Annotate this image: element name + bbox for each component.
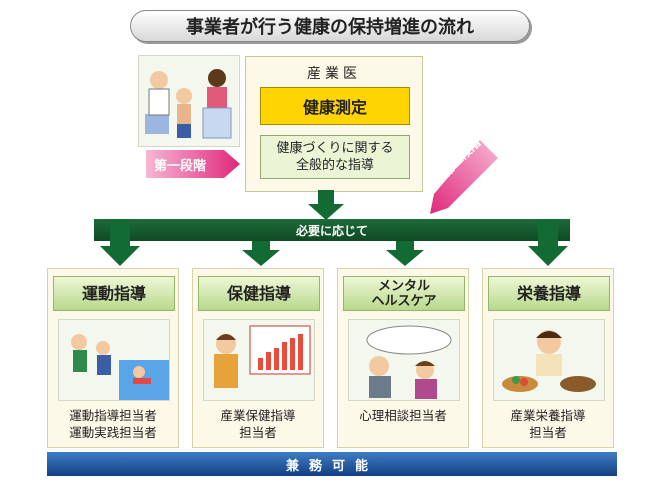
card-nutrition-guidance: 栄養指導 産業栄養指導 担当者 [482,268,614,448]
health-staff-line-1: 産業保健指導 [220,408,296,423]
health-guidance-illustration [203,319,315,401]
health-staff: 産業保健指導 担当者 [193,407,323,441]
card-health-guidance: 保健指導 産業保健指導 担当者 [192,268,324,448]
mental-health-title-line-1: メンタル [377,278,430,294]
nutrition-illustration [493,319,605,401]
exercise-staff-line-1: 運動指導担当者 [69,408,157,423]
mental-health-title-line-2: ヘルスケア [371,293,437,309]
guidance-line-2: 全般的な指導 [295,158,374,173]
mental-health-care-title: メンタル ヘルスケア [343,276,465,311]
health-checkup-illustration [138,55,240,147]
physician-down-arrow [308,190,344,220]
branch-arrows [60,206,600,268]
stage-one-label: 第一段階 [154,159,207,174]
mental-health-staff: 心理相談担当者 [338,407,468,424]
guidance-line-1: 健康づくりに関する [276,141,394,156]
nutrition-staff: 産業栄養指導 担当者 [483,407,613,441]
exercise-illustration [58,319,170,401]
stage-one-arrow: 第一段階 [146,148,240,180]
nutrition-staff-line-1: 産業栄養指導 [510,408,586,423]
mental-health-staff-line-1: 心理相談担当者 [359,408,447,423]
industrial-physician-panel: 産業医 健康測定 健康づくりに関する 全般的な指導 [245,56,423,192]
nutrition-guidance-title: 栄養指導 [488,276,610,311]
general-guidance-box: 健康づくりに関する 全般的な指導 [260,135,410,179]
exercise-staff: 運動指導担当者 運動実践担当者 [48,407,178,441]
page-title: 事業者が行う健康の保持増進の流れ [130,10,530,42]
concurrent-duty-bar: 兼務可能 [47,452,617,476]
as-needed-bar: 必要に応じて [94,219,570,241]
health-guidance-title: 保健指導 [198,276,320,311]
industrial-physician-label: 産業医 [307,66,361,82]
card-mental-health-care: メンタル ヘルスケア 心理相談担当者 [337,268,469,448]
mental-health-illustration [348,319,460,401]
health-staff-line-2: 担当者 [239,425,277,440]
exercise-guidance-title: 運動指導 [53,276,175,311]
stage-two-arrow: 第二段階 [420,135,500,216]
nutrition-staff-line-2: 担当者 [529,425,567,440]
health-measurement-box: 健康測定 [260,87,410,125]
exercise-staff-line-2: 運動実践担当者 [69,425,157,440]
card-exercise-guidance: 運動指導 運動指導担当者 運動実践担当者 [47,268,179,448]
